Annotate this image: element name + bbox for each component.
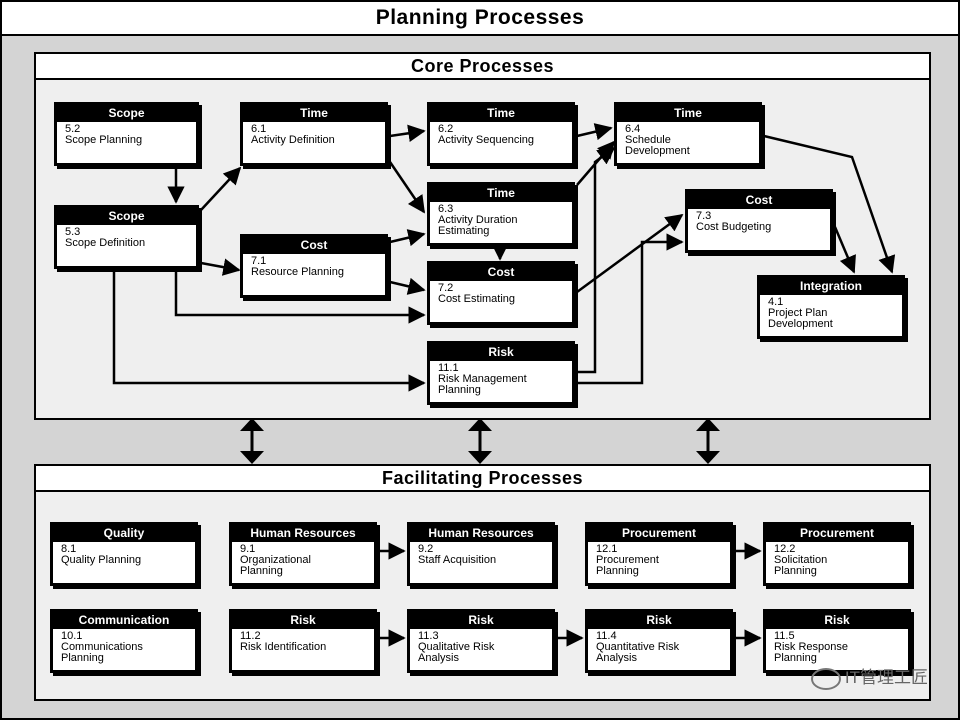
- process-category: Time: [243, 105, 385, 122]
- process-number: 5.3: [65, 226, 81, 238]
- process-number: 7.3: [696, 210, 712, 222]
- process-category: Risk: [766, 612, 908, 629]
- double-arrow-right: [696, 418, 720, 464]
- process-box-solicitation-planning[interactable]: Procurement 12.2 Solicitation Planning: [763, 522, 911, 586]
- process-category: Cost: [688, 192, 830, 209]
- process-label: Risk Identification: [240, 641, 327, 653]
- process-category: Procurement: [588, 525, 730, 542]
- process-box-risk-response-planning[interactable]: Risk 11.5 Risk Response Planning: [763, 609, 911, 673]
- process-box-communications-planning[interactable]: Communication 10.1 Communications Planni…: [50, 609, 198, 673]
- process-box-organizational-planning[interactable]: Human Resources 9.1 Organizational Plann…: [229, 522, 377, 586]
- process-label: Staff Acquisition: [418, 554, 497, 566]
- core-processes-title: Core Processes: [36, 54, 929, 80]
- process-category: Time: [430, 105, 572, 122]
- process-category: Risk: [410, 612, 552, 629]
- process-label: Cost Estimating: [438, 293, 516, 305]
- process-label: Risk Management Planning: [438, 373, 527, 396]
- process-box-qualitative-risk-analysis[interactable]: Risk 11.3 Qualitative Risk Analysis: [407, 609, 555, 673]
- page-title: Planning Processes: [2, 2, 958, 36]
- process-number: 12.1: [596, 543, 618, 555]
- process-label: Activity Definition: [251, 134, 335, 146]
- process-label: Activity Sequencing: [438, 134, 534, 146]
- watermark-text: IT管理工匠: [844, 668, 928, 688]
- process-number: 10.1: [61, 630, 83, 642]
- process-number: 7.2: [438, 282, 454, 294]
- process-box-project-plan-development[interactable]: Integration 4.1 Project Plan Development: [757, 275, 905, 339]
- process-label: Solicitation Planning: [774, 554, 828, 577]
- process-label: Scope Definition: [65, 237, 146, 249]
- process-category: Communication: [53, 612, 195, 629]
- process-label: Risk Response Planning: [774, 641, 848, 664]
- process-box-scope-planning[interactable]: Scope 5.2 Scope Planning: [54, 102, 199, 166]
- process-box-resource-planning[interactable]: Cost 7.1 Resource Planning: [240, 234, 388, 298]
- double-arrow-left: [240, 418, 264, 464]
- watermark: IT管理工匠: [810, 663, 928, 690]
- process-category: Risk: [588, 612, 730, 629]
- process-category: Scope: [57, 105, 196, 122]
- process-category: Human Resources: [410, 525, 552, 542]
- process-box-staff-acquisition[interactable]: Human Resources 9.2 Staff Acquisition: [407, 522, 555, 586]
- facilitating-processes-title: Facilitating Processes: [36, 466, 929, 492]
- process-number: 11.4: [596, 630, 617, 642]
- process-category: Human Resources: [232, 525, 374, 542]
- process-category: Integration: [760, 278, 902, 295]
- process-category: Scope: [57, 208, 196, 225]
- process-category: Procurement: [766, 525, 908, 542]
- process-label: Cost Budgeting: [696, 221, 772, 233]
- process-number: 8.1: [61, 543, 77, 555]
- process-category: Quality: [53, 525, 195, 542]
- process-category: Time: [617, 105, 759, 122]
- process-number: 6.3: [438, 203, 454, 215]
- process-box-quantitative-risk-analysis[interactable]: Risk 11.4 Quantitative Risk Analysis: [585, 609, 733, 673]
- process-label: Scope Planning: [65, 134, 143, 146]
- process-number: 11.5: [774, 630, 795, 642]
- process-label: Project Plan Development: [768, 307, 833, 330]
- process-number: 7.1: [251, 255, 267, 267]
- process-box-cost-budgeting[interactable]: Cost 7.3 Cost Budgeting: [685, 189, 833, 253]
- process-label: Resource Planning: [251, 266, 344, 278]
- wechat-icon: [810, 668, 841, 690]
- process-label: Qualitative Risk Analysis: [418, 641, 495, 664]
- process-number: 6.2: [438, 123, 454, 135]
- process-category: Risk: [232, 612, 374, 629]
- process-label: Organizational Planning: [240, 554, 311, 577]
- process-label: Communications Planning: [61, 641, 143, 664]
- process-category: Cost: [243, 237, 385, 254]
- process-box-activity-duration-estimating[interactable]: Time 6.3 Activity Duration Estimating: [427, 182, 575, 246]
- process-number: 11.3: [418, 630, 439, 642]
- process-box-schedule-development[interactable]: Time 6.4 Schedule Development: [614, 102, 762, 166]
- process-number: 6.4: [625, 123, 641, 135]
- process-category: Risk: [430, 344, 572, 361]
- process-label: Procurement Planning: [596, 554, 659, 577]
- process-label: Quality Planning: [61, 554, 142, 566]
- process-box-cost-estimating[interactable]: Cost 7.2 Cost Estimating: [427, 261, 575, 325]
- process-category: Time: [430, 185, 572, 202]
- process-number: 11.1: [438, 362, 459, 374]
- process-box-scope-definition[interactable]: Scope 5.3 Scope Definition: [54, 205, 199, 269]
- process-category: Cost: [430, 264, 572, 281]
- double-arrow-center: [468, 418, 492, 464]
- process-number: 5.2: [65, 123, 81, 135]
- process-box-activity-sequencing[interactable]: Time 6.2 Activity Sequencing: [427, 102, 575, 166]
- process-box-procurement-planning[interactable]: Procurement 12.1 Procurement Planning: [585, 522, 733, 586]
- process-label: Activity Duration Estimating: [438, 214, 518, 237]
- process-number: 11.2: [240, 630, 261, 642]
- process-number: 9.2: [418, 543, 434, 555]
- process-label: Schedule Development: [625, 134, 690, 157]
- process-label: Quantitative Risk Analysis: [596, 641, 680, 664]
- process-number: 9.1: [240, 543, 256, 555]
- process-box-quality-planning[interactable]: Quality 8.1 Quality Planning: [50, 522, 198, 586]
- process-number: 4.1: [768, 296, 784, 308]
- process-box-activity-definition[interactable]: Time 6.1 Activity Definition: [240, 102, 388, 166]
- process-number: 12.2: [774, 543, 796, 555]
- process-box-risk-management-planning[interactable]: Risk 11.1 Risk Management Planning: [427, 341, 575, 405]
- process-number: 6.1: [251, 123, 267, 135]
- process-box-risk-identification[interactable]: Risk 11.2 Risk Identification: [229, 609, 377, 673]
